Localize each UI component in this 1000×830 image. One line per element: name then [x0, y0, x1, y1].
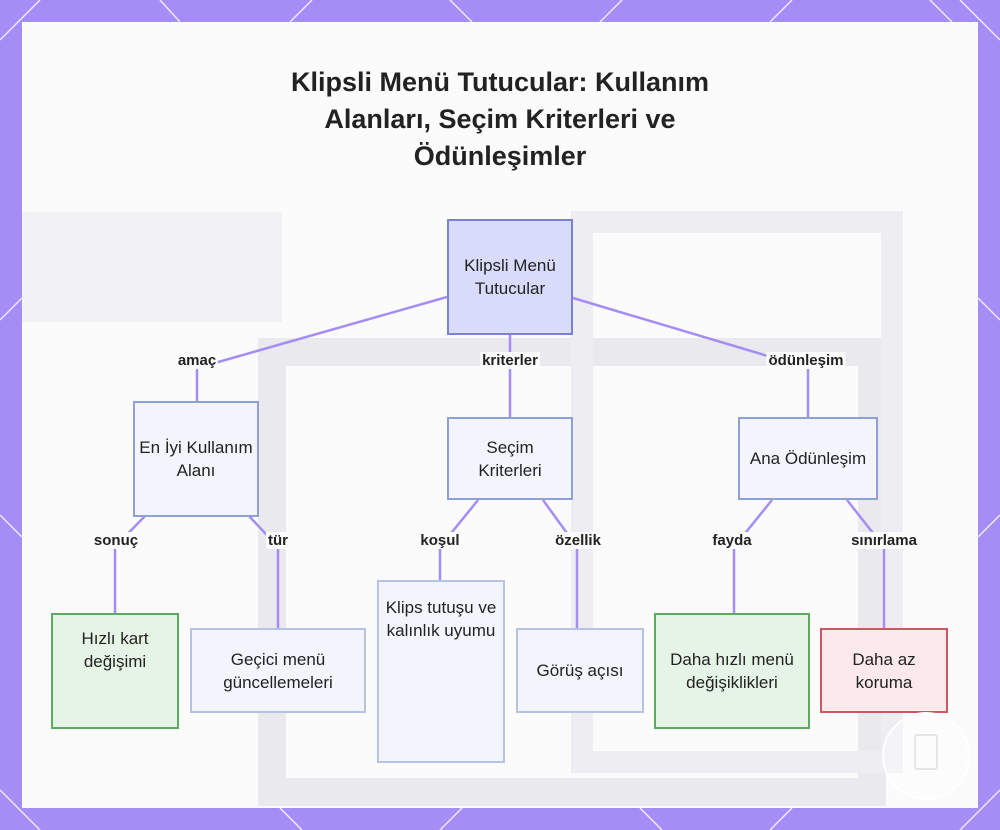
- title-line-2: Alanları, Seçim Kriterleri ve: [324, 104, 676, 134]
- title-line-3: Ödünleşimler: [413, 141, 587, 171]
- edge-label-condition: koşul: [418, 532, 462, 549]
- edge-label-feature: özellik: [553, 532, 603, 549]
- node-fast-card: Hızlı kart değişimi: [51, 613, 179, 729]
- diagram-card: Klipsli Menü Tutucular: Kullanım Alanlar…: [22, 22, 978, 808]
- edge-label-benefit: fayda: [710, 532, 754, 549]
- edge-label-limitation: sınırlama: [849, 532, 919, 549]
- watermark-badge: [882, 712, 970, 800]
- node-faster-changes: Daha hızlı menü değişiklikleri: [654, 613, 810, 729]
- node-tradeoff: Ana Ödünleşim: [738, 417, 878, 500]
- node-temp-menu: Geçici menü güncellemeleri: [190, 628, 366, 713]
- diagram-title: Klipsli Menü Tutucular: Kullanım Alanlar…: [22, 64, 978, 175]
- edge-label-purpose: amaç: [175, 352, 219, 369]
- edge-label-tradeoff: ödünleşim: [766, 352, 846, 369]
- edge-label-criteria: kriterler: [480, 352, 540, 369]
- node-root: Klipsli Menü Tutucular: [447, 219, 573, 335]
- node-less-protection: Daha az koruma: [820, 628, 948, 713]
- node-criteria: Seçim Kriterleri: [447, 417, 573, 500]
- title-line-1: Klipsli Menü Tutucular: Kullanım: [290, 67, 709, 97]
- background-photo: [22, 211, 903, 806]
- edge-label-result: sonuç: [91, 532, 141, 549]
- node-view-angle: Görüş açısı: [516, 628, 644, 713]
- node-use-case: En İyi Kullanım Alanı: [133, 401, 259, 517]
- edge-label-type: tür: [266, 532, 290, 549]
- node-clip-grip: Klips tutuşu ve kalınlık uyumu: [377, 580, 505, 763]
- device-icon: [914, 734, 938, 770]
